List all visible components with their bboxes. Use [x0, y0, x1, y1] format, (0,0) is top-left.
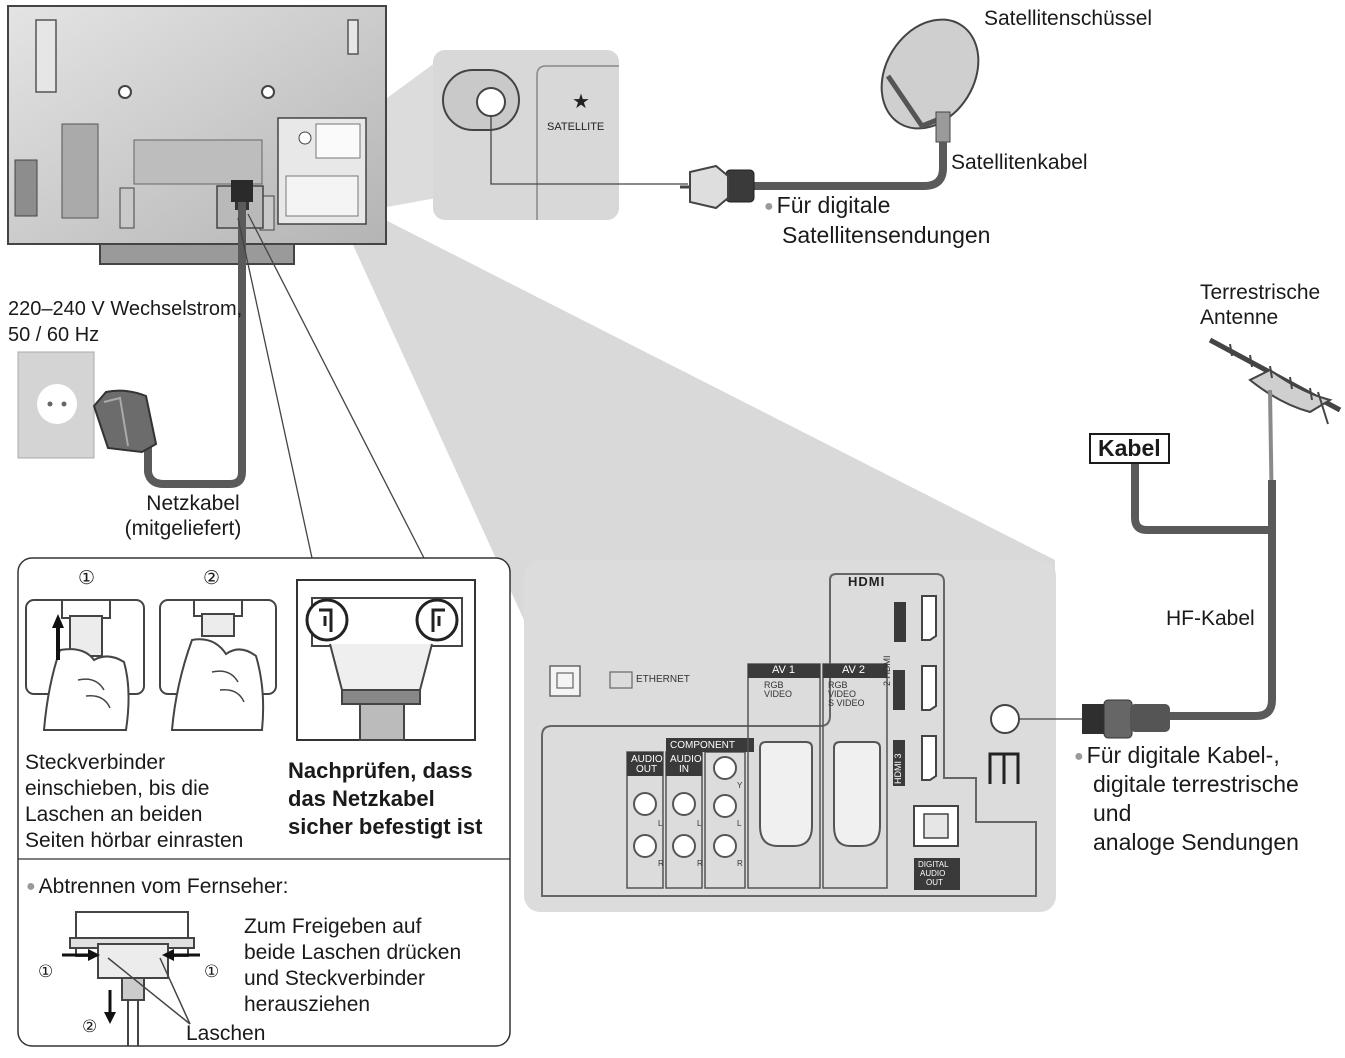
audio-in-l-label: L [697, 819, 702, 828]
disconnect-heading: Abtrennen vom Fernseher: [26, 874, 289, 902]
power-cable [144, 196, 246, 488]
digital-audio-out-line1: DIGITAL [918, 860, 949, 869]
power-check-drawing [296, 579, 476, 741]
connection-panel [524, 560, 1056, 912]
ethernet-label: ETHERNET [636, 674, 690, 685]
digital-cable-label-line2: digitale terrestrische [1093, 771, 1299, 797]
tv-back [7, 5, 387, 265]
digital-audio-out-line2: AUDIO [920, 869, 946, 878]
release-instructions-line2: beide Laschen drücken [244, 941, 462, 964]
audio-in-label-line2: IN [679, 764, 689, 775]
check-cable-line2: das Netzkabel [288, 786, 435, 811]
component-l-label: L [737, 819, 742, 828]
av2-svideo-label: S VIDEO [828, 698, 865, 708]
wall-socket [17, 351, 95, 459]
component-r-label: R [737, 859, 743, 868]
cable-feed [1131, 462, 1272, 534]
satellite-cable [750, 142, 947, 190]
release-instructions-line1: Zum Freigeben auf [244, 915, 422, 938]
terrestrial-antenna-label-line2: Antenne [1200, 306, 1279, 329]
av2-label: AV 2 [842, 664, 866, 676]
check-cable-line1: Nachprüfen, dass [288, 758, 473, 783]
component-y-label: Y [737, 781, 743, 790]
satellite-dish [880, 18, 980, 143]
release-step-2-marker: ② [82, 1017, 98, 1036]
insert-connector-line2: einschieben, bis die [25, 777, 210, 800]
audio-in-label-line1: AUDIO [670, 754, 702, 765]
connector-release-drawing [62, 911, 200, 1046]
component-label: COMPONENT [670, 740, 735, 751]
release-instructions-line3: und Steckverbinder [244, 967, 425, 990]
satellite-f-plug [680, 164, 755, 210]
power-cable-label-line1: Netzkabel [146, 492, 240, 515]
release-step-1-left-marker: ① [38, 962, 54, 981]
rf-cable [1168, 480, 1276, 720]
digital-cable-label-line4: analoge Sendungen [1093, 829, 1299, 855]
rf-plug [1082, 699, 1170, 739]
satellite-port-leader [490, 116, 688, 185]
hdmi2-label: 2 HDMI [882, 655, 892, 686]
release-step-1-right-marker: ① [204, 962, 220, 981]
step-1-marker: ① [78, 568, 96, 589]
rf-cable-label: HF-Kabel [1166, 607, 1255, 630]
hdmi-logo: HDMI [848, 574, 886, 589]
satellite-connector-zoom [433, 50, 619, 220]
satellite-icon: ★ [572, 91, 590, 113]
connector-locked-drawing [159, 599, 277, 731]
power-cable-label-line2: (mitgeliefert) [124, 517, 242, 540]
release-instructions-line4: herausziehen [244, 993, 371, 1016]
terrestrial-antenna-label-line1: Terrestrische [1200, 281, 1321, 304]
connector-insert-drawing [25, 599, 145, 731]
av1-rgb-label: RGB [764, 680, 784, 690]
step-2-marker: ② [203, 568, 221, 589]
satellite-port-label: SATELLITE [547, 121, 605, 133]
av2-video-label: VIDEO [828, 689, 857, 699]
satellite-dish-label: Satellitenschüssel [984, 7, 1153, 30]
mains-voltage-label-line1: 220–240 V Wechselstrom, [8, 298, 243, 320]
av1-video-label: VIDEO [764, 689, 793, 699]
av2-rgb-label: RGB [828, 680, 848, 690]
digital-cable-label-line3: und [1093, 800, 1132, 826]
insert-connector-line3: Laschen an beiden [25, 803, 203, 826]
power-inlet-plug [231, 180, 253, 202]
digital-satellite-label-line2: Satellitensendungen [782, 222, 991, 248]
digital-audio-out-line3: OUT [926, 878, 943, 887]
insert-connector-line4: Seiten hörbar einrasten [25, 829, 244, 852]
terrestrial-antenna [1208, 337, 1342, 521]
tabs-label: Laschen [186, 1022, 266, 1045]
digital-cable-label-line1: Für digitale Kabel-, [1074, 742, 1280, 772]
audio-out-r-label: R [658, 859, 664, 868]
digital-satellite-label-line1: Für digitale [764, 192, 891, 222]
mains-plug [92, 389, 158, 454]
insert-connector-line1: Steckverbinder [25, 751, 166, 774]
leader-line-1 [237, 217, 313, 559]
cable-label: Kabel [1089, 433, 1170, 464]
satellite-cable-label: Satellitenkabel [951, 151, 1088, 174]
mains-voltage-label-line2: 50 / 60 Hz [8, 324, 100, 346]
audio-in-r-label: R [697, 859, 703, 868]
audio-out-label-line2: OUT [636, 764, 658, 775]
audio-out-l-label: L [658, 819, 663, 828]
leader-line-2 [247, 213, 425, 559]
hdmi3-label: HDMI 3 [893, 753, 903, 784]
check-cable-line3: sicher befestigt ist [288, 814, 483, 839]
audio-out-label-line1: AUDIO [631, 754, 663, 765]
av1-label: AV 1 [772, 664, 796, 676]
